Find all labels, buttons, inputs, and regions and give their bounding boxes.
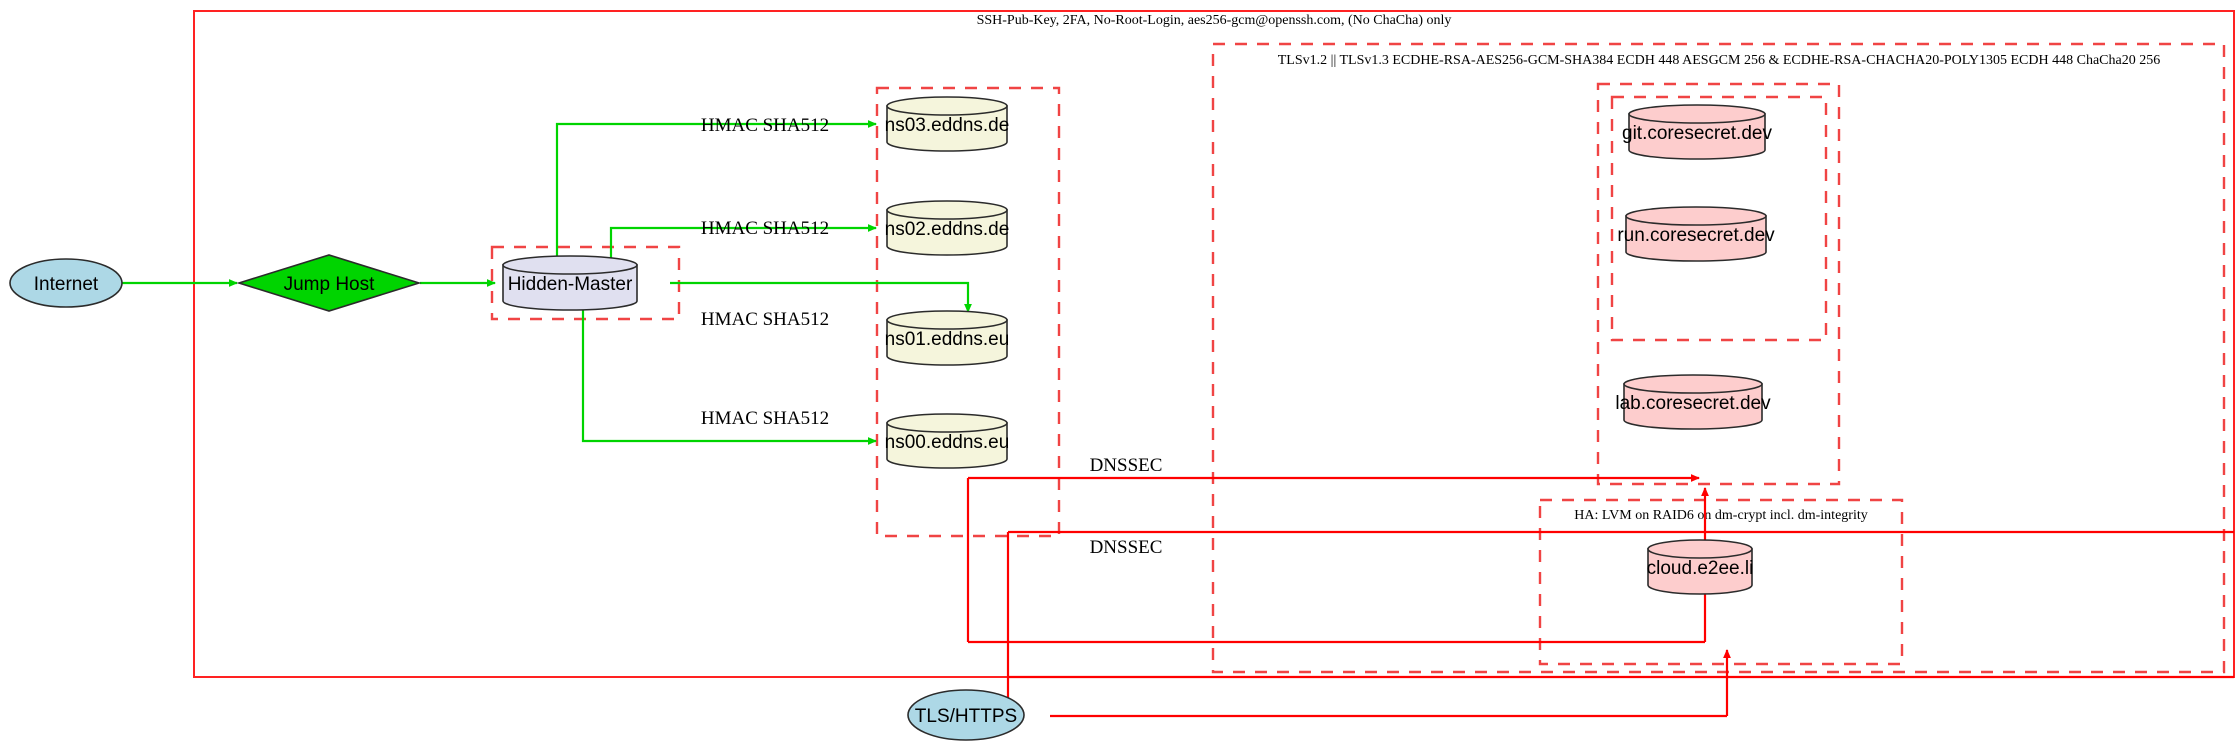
node-run-coresecret-body (1625, 215, 1767, 262)
node-cloud-e2ee-body (1647, 548, 1753, 595)
node-lab-coresecret-label: lab.coresecret.dev (1615, 393, 1771, 414)
edge-master-ns00 (581, 308, 877, 445)
node-ns00-body (886, 422, 1008, 469)
cluster-coresecret-inner-border (1610, 95, 1828, 342)
node-hidden-master[interactable]: Hidden-Master (502, 255, 638, 311)
node-lab-coresecret-body (1623, 383, 1763, 430)
edge-master-ns03 (555, 120, 877, 258)
node-internet-label: Internet (34, 274, 99, 295)
node-ns02-body (886, 209, 1008, 256)
edge-label-dnssec-upper: DNSSEC (1090, 455, 1163, 476)
node-ns03[interactable]: ns03.eddns.de (885, 96, 1010, 152)
node-run-coresecret-label: run.coresecret.dev (1617, 225, 1775, 246)
cluster-ssh-label: SSH-Pub-Key, 2FA, No-Root-Login, aes256-… (977, 13, 1452, 28)
edge-label-hmac-ns01: HMAC SHA512 (701, 309, 829, 330)
cluster-ha: HA: LVM on RAID6 on dm-crypt incl. dm-in… (1538, 498, 1904, 666)
node-cloud-e2ee-top (1647, 539, 1753, 559)
cluster-dns-border (875, 86, 1061, 538)
node-git-coresecret-top (1628, 104, 1766, 124)
node-ns00-top (886, 413, 1008, 433)
node-tls-https[interactable]: TLS/HTTPS (907, 689, 1025, 741)
node-ns01-label: ns01.eddns.eu (885, 329, 1010, 350)
node-tls-https-shape (907, 689, 1025, 741)
node-ns00[interactable]: ns00.eddns.eu (885, 413, 1010, 469)
node-run-coresecret-top (1625, 206, 1767, 226)
cluster-ha-label: HA: LVM on RAID6 on dm-crypt incl. dm-in… (1574, 508, 1867, 523)
edge-master-ns01 (670, 281, 972, 313)
cluster-tls: TLSv1.2 || TLSv1.3 ECDHE-RSA-AES256-GCM-… (1211, 42, 2226, 674)
node-git-coresecret-body (1628, 113, 1766, 160)
cluster-dns (875, 86, 1061, 538)
node-hidden-master-body (502, 264, 638, 311)
node-ns02-top (886, 200, 1008, 220)
edge-label-hmac-ns03: HMAC SHA512 (701, 115, 829, 136)
node-ns01-top (886, 310, 1008, 330)
node-ns03-label: ns03.eddns.de (885, 115, 1010, 136)
cluster-coresecret-outer-border (1596, 82, 1841, 486)
node-ns03-top (886, 96, 1008, 116)
node-internet-shape (9, 258, 123, 308)
node-hidden-master-top (502, 255, 638, 275)
cluster-coresecret-inner (1610, 95, 1828, 342)
node-git-coresecret[interactable]: git.coresecret.dev (1622, 104, 1772, 160)
node-cloud-e2ee-label: cloud.e2ee.li (1647, 558, 1754, 579)
node-ns01-body (886, 319, 1008, 366)
node-jumphost[interactable]: Jump Host (236, 254, 422, 312)
node-ns02-label: ns02.eddns.de (885, 219, 1010, 240)
node-run-coresecret[interactable]: run.coresecret.dev (1617, 206, 1775, 262)
node-ns02[interactable]: ns02.eddns.de (885, 200, 1010, 256)
node-internet[interactable]: Internet (9, 258, 123, 308)
node-git-coresecret-label: git.coresecret.dev (1622, 123, 1772, 144)
edge-label-dnssec-lower: DNSSEC (1090, 537, 1163, 558)
node-lab-coresecret[interactable]: lab.coresecret.dev (1615, 374, 1771, 430)
cluster-ha-border (1538, 498, 1904, 666)
node-jumphost-label: Jump Host (284, 274, 376, 295)
node-ns01[interactable]: ns01.eddns.eu (885, 310, 1010, 366)
cluster-tls-border (1211, 42, 2226, 674)
node-cloud-e2ee[interactable]: cloud.e2ee.li (1647, 539, 1754, 595)
edge-label-hmac-ns02: HMAC SHA512 (701, 218, 829, 239)
cluster-coresecret-outer (1596, 82, 1841, 486)
node-tls-https-label: TLS/HTTPS (915, 706, 1017, 727)
edge-label-hmac-ns00: HMAC SHA512 (701, 408, 829, 429)
node-hidden-master-label: Hidden-Master (508, 274, 633, 295)
edge-master-ns02 (609, 224, 877, 258)
node-ns03-body (886, 105, 1008, 152)
cluster-tls-label: TLSv1.2 || TLSv1.3 ECDHE-RSA-AES256-GCM-… (1278, 53, 2160, 68)
node-ns00-label: ns00.eddns.eu (885, 432, 1010, 453)
node-jumphost-shape (236, 254, 422, 312)
node-lab-coresecret-top (1623, 374, 1763, 394)
